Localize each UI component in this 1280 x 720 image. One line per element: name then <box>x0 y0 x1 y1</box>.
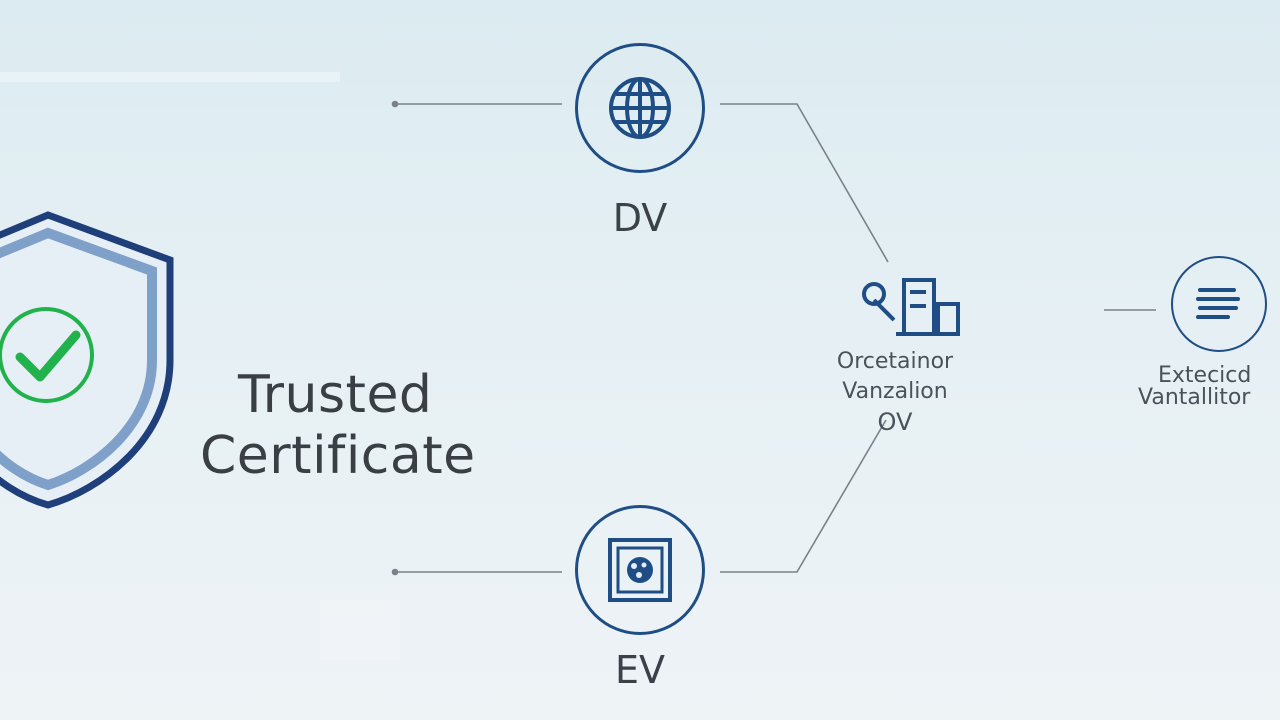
ev-node[interactable] <box>575 505 705 635</box>
globe-icon <box>609 77 671 139</box>
document-lines-icon <box>1196 288 1240 319</box>
dv-label: DV <box>612 196 668 240</box>
background-streak <box>0 72 340 82</box>
seal-icon <box>608 538 672 602</box>
ov-label-line1: Orcetainor <box>836 349 954 374</box>
ov-label-line2: Vanzalion <box>842 379 948 404</box>
ext-label-line1: Extecicd <box>1158 363 1252 388</box>
ext-label-line2: Vantallitor <box>1138 385 1251 410</box>
dv-node[interactable] <box>575 43 705 173</box>
connector-dot <box>391 568 399 576</box>
diagram-title-line1: Trusted <box>238 365 433 425</box>
background-streak <box>320 600 400 660</box>
connector-ev-ov <box>720 419 887 573</box>
diagram-title-line2: Certificate <box>200 426 476 486</box>
ev-label: EV <box>614 648 665 692</box>
building-icon <box>862 278 960 336</box>
ext-node[interactable] <box>1171 256 1267 352</box>
connector-dot <box>391 100 399 108</box>
connector-dv-ov <box>720 103 889 263</box>
ov-abbr: OV <box>877 408 913 436</box>
shield-icon <box>0 211 174 509</box>
